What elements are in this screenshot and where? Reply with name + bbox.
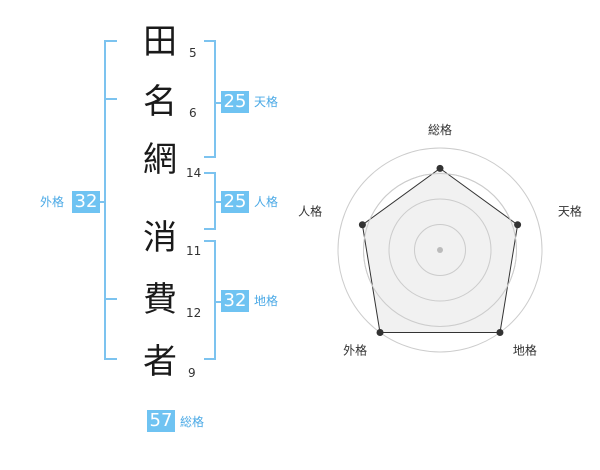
tenkaku-label: 天格 [254,95,279,109]
soukaku-badge: 57 [147,410,175,432]
gaikaku-bracket-stem [98,201,105,203]
gaikaku-bracket-tick [104,358,117,360]
tenkaku-bracket [214,40,216,158]
stroke-count-2: 6 [189,106,197,120]
gaikaku-bracket-tick [104,40,117,42]
gaikaku-label: 外格 [40,195,65,209]
radar-point [358,221,366,229]
radar-point [514,221,522,229]
jinkaku-badge: 25 [221,191,249,213]
name-char-2: 名 [143,82,177,122]
jinkaku-label: 人格 [254,195,279,209]
radar-ring [388,198,492,302]
chikaku-bracket-tick [204,358,215,360]
radar-ring [414,224,466,276]
jinkaku-bracket-tick [204,172,215,174]
tenkaku-bracket-tick [204,156,215,158]
chikaku-label: 地格 [254,294,279,308]
radar-point [436,164,444,172]
chikaku-badge: 32 [221,290,249,312]
chikaku-bracket-stem [215,301,221,303]
radar-point [376,329,384,337]
name-char-6: 者 [143,342,177,382]
radar-center [437,247,443,253]
jinkaku-bracket-tick [204,228,215,230]
stroke-count-3: 14 [186,166,202,180]
gaikaku-bracket [104,40,106,360]
soukaku-label: 総格 [180,415,205,429]
radar-axis-label: 地格 [513,342,537,357]
gaikaku-badge: 32 [72,191,100,213]
radar-axis-label: 天格 [558,204,582,219]
name-char-4: 消 [143,218,177,258]
gaikaku-bracket-tick [104,98,117,100]
jinkaku-bracket-stem [215,201,221,203]
radar-axis-label: 人格 [298,204,322,219]
chikaku-bracket-tick [204,240,215,242]
chikaku-bracket [214,240,216,360]
radar-axis-label: 外格 [343,342,367,357]
radar-axis-label: 総格 [428,122,452,137]
stroke-count-6: 9 [188,366,196,380]
tenkaku-bracket-tick [204,40,215,42]
radar-ring [363,173,517,327]
stroke-count-4: 11 [186,244,202,258]
tenkaku-bracket-stem [215,102,221,104]
stroke-count-1: 5 [189,46,197,60]
gaikaku-bracket-tick [104,298,117,300]
tenkaku-badge: 25 [221,91,249,113]
radar-point [496,329,504,337]
name-char-5: 費 [143,280,177,320]
name-char-1: 田 [143,22,177,62]
name-char-3: 網 [143,140,177,180]
stroke-count-5: 12 [186,306,202,320]
